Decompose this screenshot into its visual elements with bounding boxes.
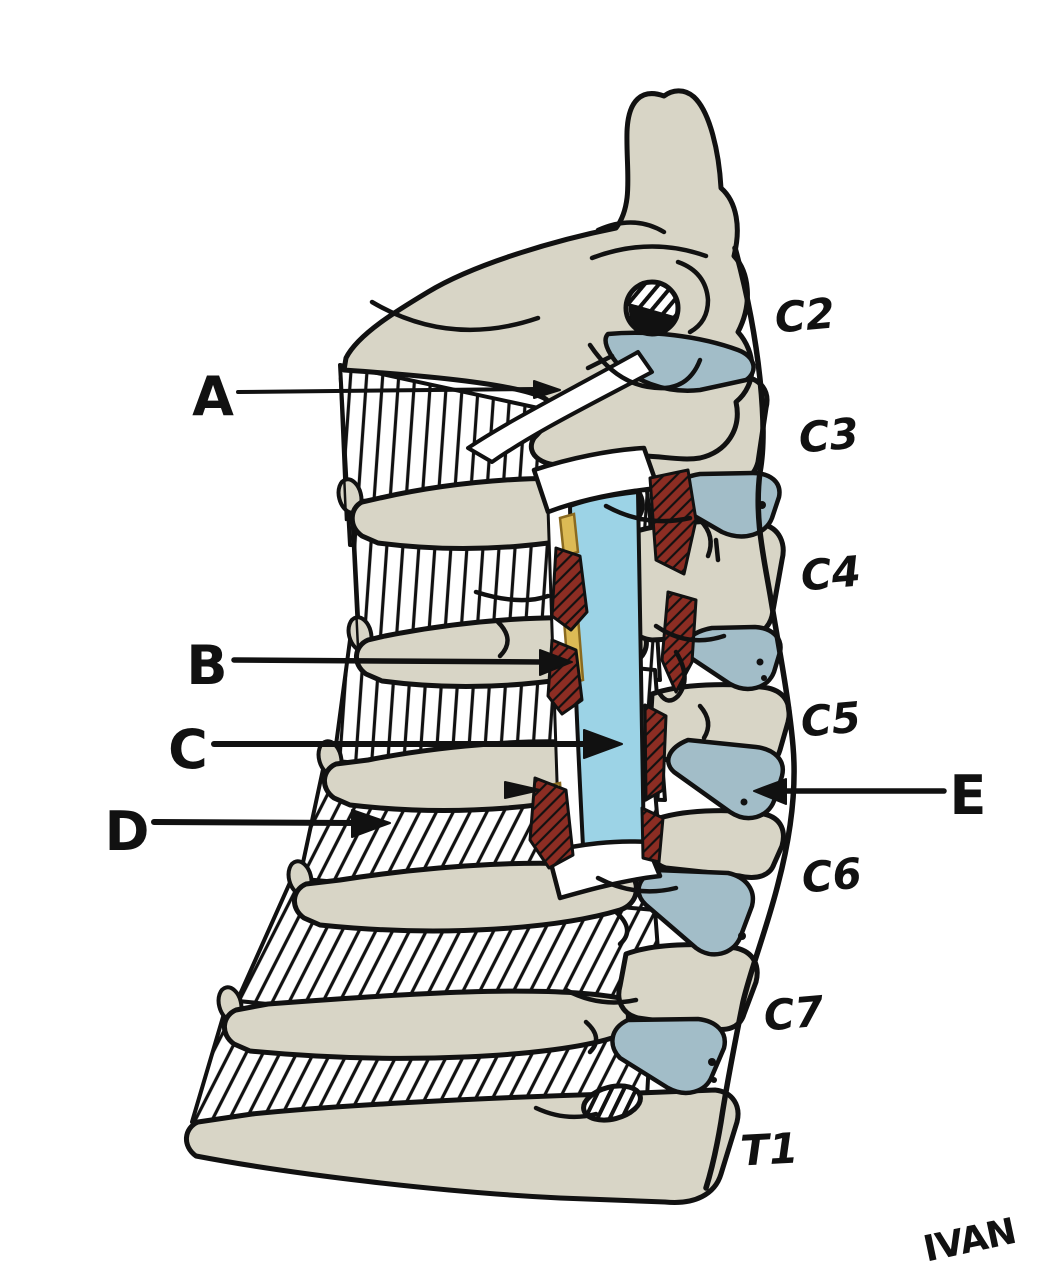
intervertebral-discs (603, 330, 786, 1096)
disc-dot (738, 932, 746, 940)
ligament-strip (558, 512, 580, 558)
anterior-neck-contour (703, 245, 797, 1191)
disc-dot (756, 658, 764, 666)
interspinous-dark-sliver (504, 781, 541, 799)
level-label-c3: C3 (797, 409, 861, 463)
spinous-edge-line (338, 376, 348, 522)
label-d: D (105, 800, 150, 863)
facet-line-c3 (697, 517, 713, 559)
c2-detail-curve (675, 259, 711, 335)
disc-c7-t1 (610, 1016, 728, 1096)
capsule-dash (585, 353, 615, 371)
disc-c5-c6 (666, 737, 786, 821)
deep-muscle-left (528, 776, 575, 870)
disc-dot (761, 675, 767, 681)
facet-line-c7 (583, 1019, 599, 1055)
deep-segmental-muscles (528, 468, 698, 870)
c2-detail-curve (369, 299, 541, 333)
spinous-edge-line (350, 522, 360, 650)
pointer-arrowhead-e (753, 778, 787, 805)
drawing-details (338, 220, 797, 1191)
pointer-arrowhead-c (583, 729, 623, 759)
deep-muscle-left (550, 546, 589, 632)
facet-capsule-band (466, 350, 654, 464)
pointer-line-b (231, 657, 547, 665)
spinal-canal (528, 445, 698, 901)
level-label-c2: C2 (773, 289, 837, 343)
level-label-c5: C5 (799, 693, 863, 747)
c2-detail-curve (587, 342, 703, 391)
deep-muscle-right (643, 703, 668, 802)
facet-line-c3 (603, 503, 693, 524)
body-tick (759, 543, 767, 563)
c2-dens-curve (595, 220, 667, 235)
facet-line-c5 (657, 649, 687, 703)
pointer-line-d (151, 819, 359, 826)
label-a: A (192, 365, 234, 428)
facet-line-c5 (653, 623, 727, 643)
facet-line-c5 (697, 703, 711, 741)
vertebral-body-c6 (648, 808, 786, 880)
level-label-c6: C6 (800, 849, 864, 903)
transverse-foramen-t1 (581, 1083, 643, 1123)
pointer-annotations: A B C D E (105, 365, 987, 863)
vertebral-level-labels: C2 C3 C4 C5 C6 C7 T1 (739, 289, 864, 1176)
facet-line-c6 (613, 909, 630, 947)
label-b: B (186, 634, 227, 697)
pointer-arrowhead-d (351, 809, 391, 838)
pointer-line-a (236, 387, 538, 394)
facet-line-c6 (595, 875, 679, 894)
deep-muscle-right (640, 806, 665, 864)
label-c: C (168, 718, 208, 781)
spinous-process-c6 (292, 860, 639, 934)
facet-line-c4 (495, 619, 510, 659)
disc-shapes (603, 330, 786, 1096)
deep-muscle-left (546, 638, 584, 716)
disc-dot (740, 798, 748, 806)
pointer-arrowhead-a (533, 380, 561, 399)
facet-line-t1 (533, 1105, 599, 1120)
c2-detail-curve (589, 244, 709, 261)
disc-dot (711, 1077, 717, 1083)
canal-bottom-cap (545, 839, 663, 901)
pointer-arrowhead-b (539, 649, 573, 676)
level-label-t1: T1 (739, 1124, 799, 1176)
facet-line-c7 (563, 987, 639, 1005)
vertebral-body-c7 (616, 942, 760, 1032)
level-label-c4: C4 (799, 547, 863, 601)
label-e: E (950, 764, 987, 827)
disc-dots (708, 501, 767, 1083)
level-label-c7: C7 (762, 986, 827, 1040)
disc-dot (708, 1058, 716, 1066)
facet-line-c4 (473, 589, 551, 603)
body-tick (713, 537, 721, 563)
spinous-process-c7 (222, 988, 631, 1061)
